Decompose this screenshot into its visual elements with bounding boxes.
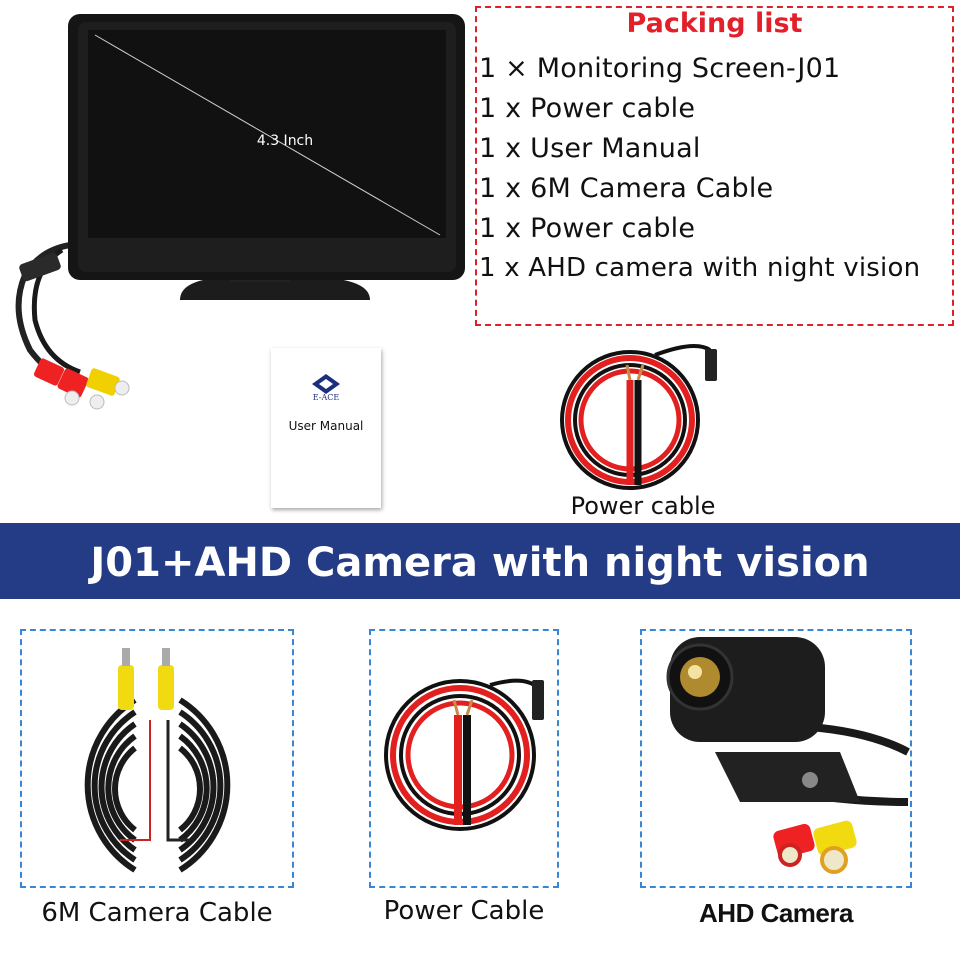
packing-list-item: 1 x Power cable [479, 93, 696, 124]
packing-list-title: Packing list [626, 8, 803, 39]
camera-cable-image [40, 640, 280, 880]
power-cable-image [555, 335, 735, 495]
packing-list-item: 1 x 6M Camera Cable [479, 173, 774, 204]
packing-list-item: 1 x User Manual [479, 133, 701, 164]
ahd-camera-box [640, 629, 912, 888]
brand-logo-icon [312, 374, 340, 394]
power-cable-caption-top: Power cable [570, 492, 716, 520]
manual-label: User Manual [288, 419, 364, 433]
monitor-image [0, 0, 470, 410]
packing-list-box [475, 6, 954, 326]
banner-title: J01+AHD Camera with night vision [90, 540, 870, 586]
banner [0, 523, 960, 599]
camera-cable-box [20, 629, 294, 888]
packing-list-item: 1 x Power cable [479, 213, 696, 244]
ahd-camera-caption: AHD Camera [699, 898, 853, 928]
user-manual-image: E-ACE User Manual [271, 348, 381, 508]
power-cable-box [369, 629, 559, 888]
packing-list-item: 1 x AHD camera with night vision [479, 253, 921, 283]
packing-list-item: 1 × Monitoring Screen-J01 [479, 53, 841, 84]
ahd-camera-image [650, 632, 910, 882]
manual-brand: E-ACE [312, 393, 340, 402]
power-cable-caption: Power Cable [383, 896, 545, 926]
camera-cable-caption: 6M Camera Cable [41, 898, 273, 928]
screen-size-label: 4.3 Inch [256, 133, 314, 149]
power-cable-bottom-image [380, 660, 555, 835]
